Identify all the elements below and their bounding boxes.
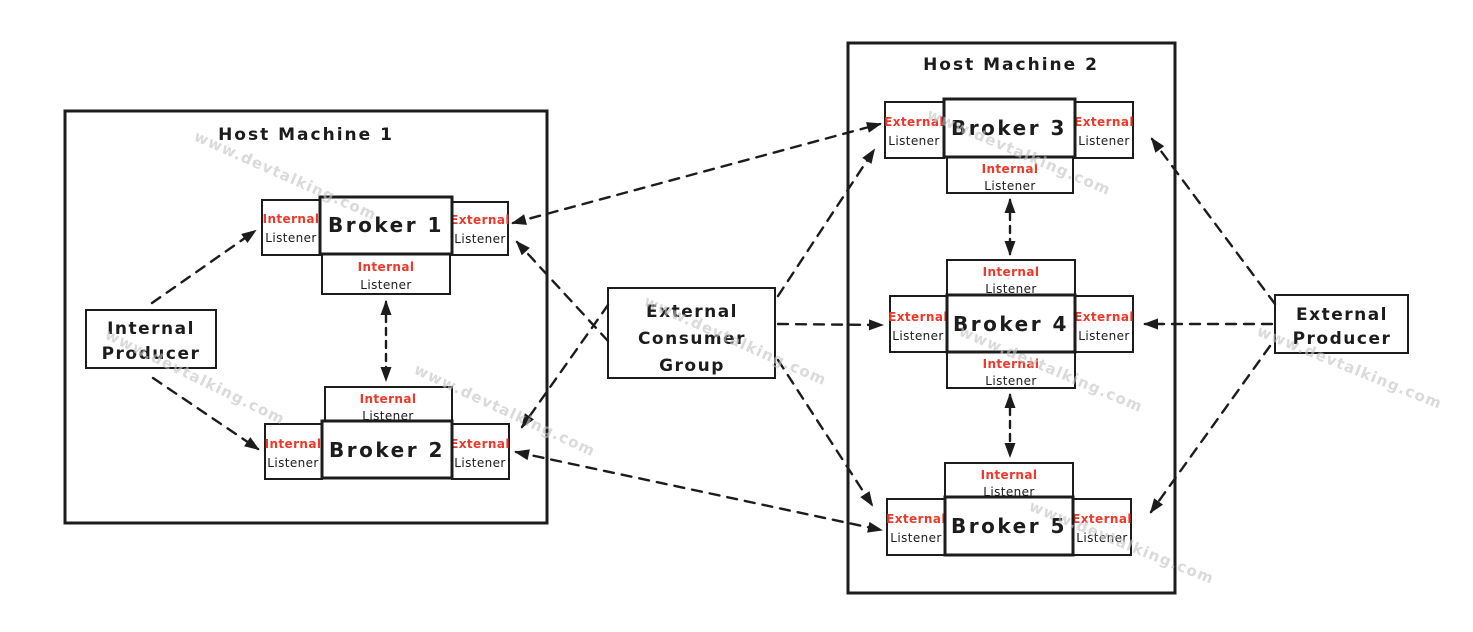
broker4-bottom-listener-word: Listener — [985, 374, 1036, 388]
broker1-left-listener-word: Listener — [265, 231, 316, 245]
broker5-left-listener-kind: External — [886, 512, 946, 526]
broker1-bottom-listener-word: Listener — [360, 278, 411, 292]
broker2-left-listener-box — [264, 423, 323, 480]
broker5-group: Internal Listener External Listener Exte… — [886, 462, 1132, 557]
arrow-internal-producer-to-broker2 — [151, 376, 260, 451]
broker5-right-listener-word: Listener — [1076, 531, 1127, 545]
broker4-right-listener-box — [1074, 295, 1134, 353]
broker4-top-listener-word: Listener — [985, 282, 1036, 296]
broker4-bottom-listener-box — [946, 351, 1076, 389]
arrow-consumer-group-to-broker4 — [776, 319, 884, 331]
broker4-group: Internal Listener External Listener Exte… — [888, 259, 1134, 389]
broker5-label: Broker 5 — [951, 514, 1067, 538]
broker4-bottom-listener-kind: Internal — [983, 357, 1040, 371]
internal-producer-node: Internal Producer — [85, 309, 217, 369]
broker4-left-listener-word: Listener — [892, 329, 943, 343]
broker1-group: Internal Listener External Listener Inte… — [261, 195, 510, 295]
broker2-top-listener-kind: Internal — [360, 392, 417, 406]
broker1-right-listener-box — [451, 201, 509, 256]
broker5-top-listener-kind: Internal — [981, 468, 1038, 482]
broker3-bottom-listener-kind: Internal — [982, 162, 1039, 176]
broker3-bottom-listener-word: Listener — [984, 179, 1035, 193]
broker3-label: Broker 3 — [951, 116, 1067, 140]
external-producer-node: External Producer — [1274, 294, 1409, 354]
broker5-right-listener-box — [1072, 498, 1132, 556]
broker1-box — [318, 195, 454, 256]
external-producer-line2: Producer — [1293, 329, 1392, 349]
broker2-right-listener-kind: External — [450, 437, 510, 451]
internal-producer-box — [85, 309, 217, 369]
broker1-left-listener-box — [261, 199, 321, 256]
ecg-line3: Group — [659, 356, 725, 376]
broker2-group: Internal Listener Internal Listener Exte… — [264, 386, 510, 480]
external-producer-box — [1274, 294, 1409, 354]
internal-producer-line2: Producer — [102, 344, 201, 364]
broker2-right-listener-box — [451, 423, 510, 480]
broker2-top-listener-box — [324, 386, 453, 425]
broker4-right-listener-kind: External — [1074, 310, 1134, 324]
broker4-label: Broker 4 — [953, 312, 1069, 336]
arrow-broker2-broker5-external — [514, 449, 883, 533]
broker4-box — [945, 293, 1077, 354]
internal-producer-line1: Internal — [107, 319, 195, 339]
broker4-left-listener-box — [889, 295, 948, 353]
broker1-bottom-listener-kind: Internal — [358, 260, 415, 274]
arrow-consumer-group-to-broker2 — [520, 303, 610, 429]
broker2-right-listener-word: Listener — [454, 456, 505, 470]
arrow-external-producer-to-broker5 — [1149, 344, 1272, 514]
arrow-external-producer-to-broker3 — [1150, 137, 1277, 306]
external-producer-line1: External — [1296, 305, 1388, 325]
external-consumer-group-node: External Consumer Group — [607, 287, 776, 379]
broker4-right-listener-word: Listener — [1078, 329, 1129, 343]
broker3-group: External Listener External Listener Inte… — [884, 97, 1134, 194]
external-consumer-group-box — [607, 287, 776, 379]
broker2-label: Broker 2 — [329, 438, 445, 462]
broker1-left-listener-kind: Internal — [263, 212, 320, 226]
broker1-right-listener-word: Listener — [454, 232, 505, 246]
broker3-bottom-listener-box — [946, 156, 1074, 194]
broker4-top-listener-kind: Internal — [983, 265, 1040, 279]
broker4-left-listener-kind: External — [888, 310, 948, 324]
host-machine-1-title: Host Machine 1 — [218, 125, 394, 145]
broker5-right-listener-kind: External — [1072, 512, 1132, 526]
broker2-box — [320, 419, 454, 480]
broker1-right-listener-kind: External — [450, 213, 510, 227]
arrow-broker1-broker3-external — [511, 122, 882, 225]
broker5-box — [943, 495, 1075, 557]
host-machine-2-title: Host Machine 2 — [923, 55, 1099, 75]
host-machine-2-box — [846, 41, 1177, 595]
broker5-left-listener-box — [886, 498, 946, 556]
ecg-line2: Consumer — [638, 329, 746, 349]
ecg-line1: External — [646, 302, 738, 322]
broker3-right-listener-word: Listener — [1078, 134, 1129, 148]
broker4-top-listener-box — [946, 259, 1076, 297]
broker3-box — [942, 97, 1077, 159]
broker2-left-listener-word: Listener — [267, 456, 318, 470]
host-machine-1-box — [63, 109, 549, 525]
broker3-right-listener-box — [1074, 101, 1134, 159]
broker3-left-listener-kind: External — [884, 115, 944, 129]
broker3-right-listener-kind: External — [1074, 115, 1134, 129]
arrow-consumer-group-to-broker3 — [776, 148, 876, 298]
arrow-internal-producer-to-broker1 — [150, 229, 257, 305]
broker1-label: Broker 1 — [328, 213, 444, 237]
broker2-left-listener-kind: Internal — [265, 437, 322, 451]
broker3-left-listener-word: Listener — [888, 134, 939, 148]
broker5-left-listener-word: Listener — [890, 531, 941, 545]
